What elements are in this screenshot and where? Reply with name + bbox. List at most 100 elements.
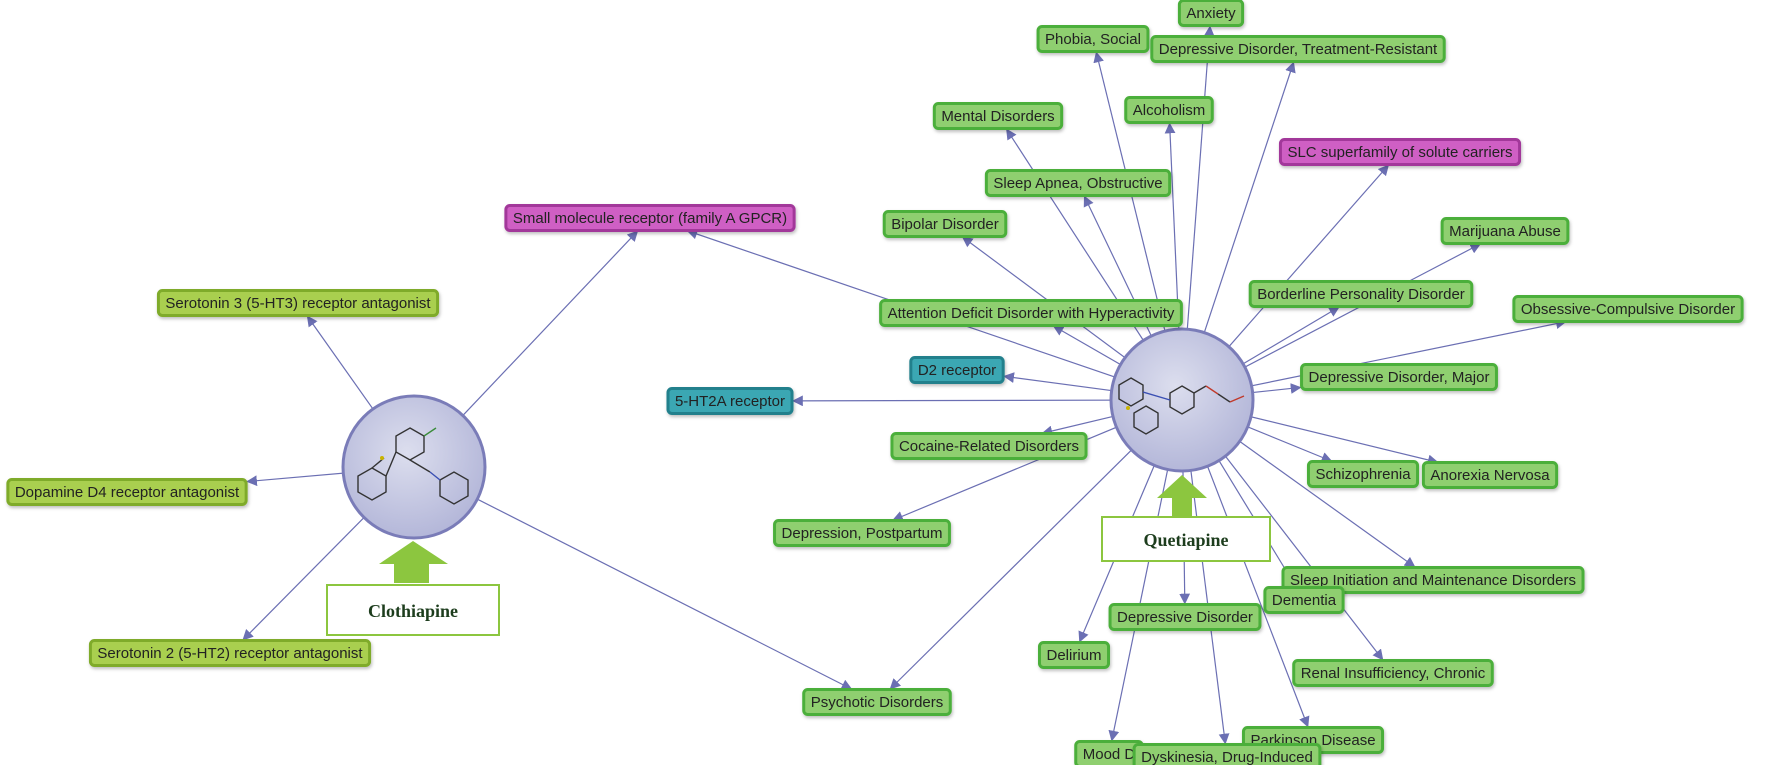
node-n19[interactable]: Schizophrenia <box>1306 460 1420 488</box>
disease-node-box[interactable] <box>890 432 1088 460</box>
node-n4[interactable]: Alcoholism <box>1124 96 1214 124</box>
node-label: Alcoholism <box>1133 102 1206 119</box>
node-label: Bipolar Disorder <box>891 216 999 233</box>
disease-node-box[interactable] <box>1292 659 1494 687</box>
node-n8[interactable]: Small molecule receptor (family A GPCR) <box>504 204 796 232</box>
edge-quetiapine-n3 <box>1193 61 1296 364</box>
node-n2[interactable]: Phobia, Social <box>1036 25 1150 53</box>
node-label: Anorexia Nervosa <box>1430 467 1550 484</box>
disease-node-box[interactable] <box>984 169 1172 197</box>
disease-node-box[interactable] <box>879 299 1183 327</box>
disease-node-box[interactable] <box>802 688 952 716</box>
disease-node-box[interactable] <box>1281 566 1585 594</box>
node-n5[interactable]: Mental Disorders <box>932 102 1064 130</box>
target-node-box[interactable] <box>909 356 1005 384</box>
edge-quetiapine-n17 <box>792 395 1143 407</box>
node-n16[interactable]: Depressive Disorder, Major <box>1300 363 1498 391</box>
family-node-box[interactable] <box>504 204 796 232</box>
node-n12[interactable]: Borderline Personality Disorder <box>1248 280 1474 308</box>
disease-node-box[interactable] <box>1440 217 1570 245</box>
disease-node-box[interactable] <box>1037 641 1111 669</box>
node-n21[interactable]: Dopamine D4 receptor antagonist <box>6 478 248 506</box>
disease-node-box[interactable] <box>1421 461 1559 489</box>
edge-quetiapine-n31 <box>1108 438 1175 742</box>
node-label: Serotonin 2 (5-HT2) receptor antagonist <box>97 645 363 662</box>
disease-node-box[interactable] <box>932 102 1064 130</box>
edge-quetiapine-n30 <box>1195 436 1310 728</box>
moa-node-box[interactable] <box>88 639 372 667</box>
node-n18[interactable]: Cocaine-Related Disorders <box>890 432 1088 460</box>
quetiapine-circle[interactable] <box>1109 327 1255 473</box>
disease-node-box[interactable] <box>1150 35 1446 63</box>
node-n17[interactable]: 5-HT2A receptor <box>666 387 794 415</box>
node-label: D2 receptor <box>918 362 996 379</box>
node-n26[interactable]: Delirium <box>1037 641 1111 669</box>
node-n15[interactable]: D2 receptor <box>909 356 1005 384</box>
clothiapine-circle[interactable] <box>341 394 487 540</box>
edge-quetiapine-n10 <box>1216 242 1482 383</box>
node-n32[interactable]: Dyskinesia, Drug-Induced <box>1132 743 1322 765</box>
node-n14[interactable]: Obsessive-Compulsive Disorder <box>1512 295 1744 323</box>
node-n10[interactable]: Marijuana Abuse <box>1440 217 1570 245</box>
disease-node-box[interactable] <box>1036 25 1150 53</box>
node-n25[interactable]: Depressive Disorder <box>1108 603 1262 631</box>
node-label: Borderline Personality Disorder <box>1257 286 1465 303</box>
disease-node-box[interactable] <box>1512 295 1744 323</box>
target-node-box[interactable] <box>666 387 794 415</box>
family-node-box[interactable] <box>1278 138 1522 166</box>
node-n31[interactable]: Mood D <box>1074 740 1144 765</box>
node-label: Renal Insufficiency, Chronic <box>1301 665 1486 682</box>
node-label: Depressive Disorder, Major <box>1309 369 1490 386</box>
node-n7[interactable]: Sleep Apnea, Obstructive <box>984 169 1172 197</box>
node-label: Depressive Disorder <box>1117 609 1253 626</box>
clothiapine-callout: Clothiapine <box>326 541 500 636</box>
quetiapine-callout-box <box>1101 516 1271 562</box>
node-n13[interactable]: Attention Deficit Disorder with Hyperact… <box>879 299 1183 327</box>
drug-node-quetiapine[interactable] <box>1109 327 1255 473</box>
node-label: Schizophrenia <box>1315 466 1411 483</box>
node-n20[interactable]: Anorexia Nervosa <box>1421 461 1559 489</box>
node-n24[interactable]: Dementia <box>1263 586 1345 614</box>
node-n29[interactable]: Psychotic Disorders <box>802 688 952 716</box>
node-label: Sleep Apnea, Obstructive <box>993 175 1162 192</box>
node-n28[interactable]: Renal Insufficiency, Chronic <box>1292 659 1494 687</box>
clothiapine-structure-icon <box>357 427 469 505</box>
node-label: Attention Deficit Disorder with Hyperact… <box>888 305 1175 322</box>
node-label: Obsessive-Compulsive Disorder <box>1521 301 1735 318</box>
edge-quetiapine-n6 <box>1207 164 1390 372</box>
disease-node-box[interactable] <box>1306 460 1420 488</box>
quetiapine-callout-label: Quetiapine <box>1143 530 1228 550</box>
disease-node-box[interactable] <box>1248 280 1474 308</box>
disease-node-box[interactable] <box>1124 96 1214 124</box>
node-n6[interactable]: SLC superfamily of solute carriers <box>1278 138 1522 166</box>
node-n11[interactable]: Serotonin 3 (5-HT3) receptor antagonist <box>156 289 440 317</box>
disease-node-box[interactable] <box>1300 363 1498 391</box>
clothiapine-callout-label: Clothiapine <box>368 601 458 621</box>
moa-node-box[interactable] <box>6 478 248 506</box>
node-n22[interactable]: Depression, Postpartum <box>773 519 951 547</box>
node-n27[interactable]: Serotonin 2 (5-HT2) receptor antagonist <box>88 639 372 667</box>
node-label: SLC superfamily of solute carriers <box>1287 144 1512 161</box>
node-label: Anxiety <box>1186 5 1236 22</box>
node-label: Depression, Postpartum <box>782 525 943 542</box>
quetiapine-callout-arrow <box>1157 475 1207 517</box>
node-n23[interactable]: Sleep Initiation and Maintenance Disorde… <box>1281 566 1585 594</box>
disease-node-box[interactable] <box>882 210 1008 238</box>
node-label: Phobia, Social <box>1045 31 1141 48</box>
node-label: Marijuana Abuse <box>1449 223 1561 240</box>
drug-node-clothiapine[interactable] <box>341 394 487 540</box>
disease-node-box[interactable] <box>773 519 951 547</box>
node-n9[interactable]: Bipolar Disorder <box>882 210 1008 238</box>
disease-node-box[interactable] <box>1177 0 1245 27</box>
node-n3[interactable]: Depressive Disorder, Treatment-Resistant <box>1150 35 1446 63</box>
node-n1[interactable]: Anxiety <box>1177 0 1245 27</box>
node-label: Dementia <box>1272 592 1337 609</box>
disease-node-box[interactable] <box>1108 603 1262 631</box>
edge-quetiapine-n32 <box>1186 438 1230 745</box>
moa-node-box[interactable] <box>156 289 440 317</box>
disease-node-box[interactable] <box>1132 743 1322 765</box>
node-label: Dopamine D4 receptor antagonist <box>15 484 240 501</box>
clothiapine-callout-box <box>326 584 500 636</box>
disease-node-box[interactable] <box>1263 586 1345 614</box>
